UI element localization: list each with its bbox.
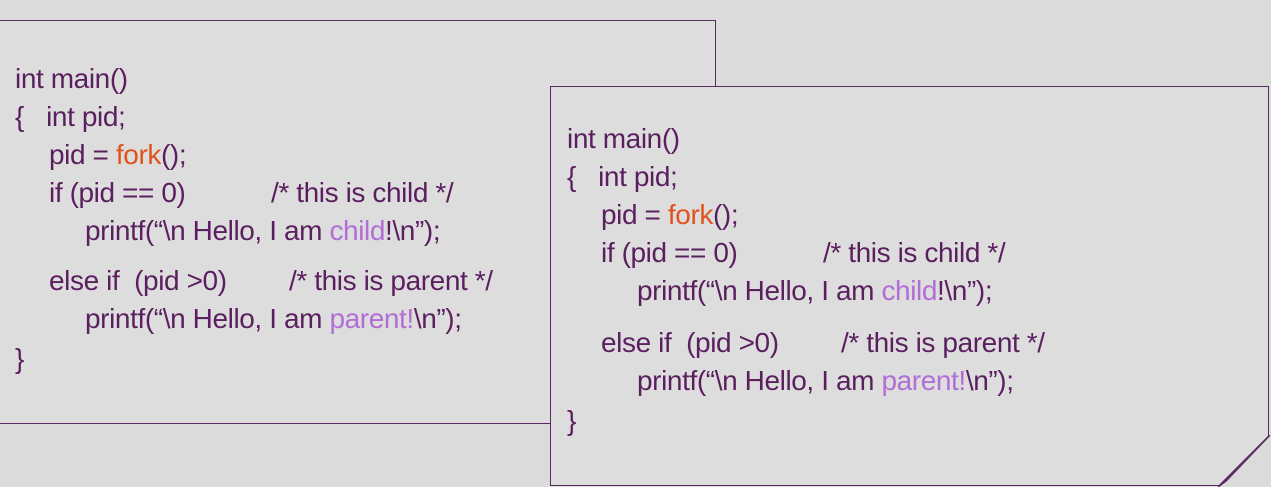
code-text: printf(“\n Hello, I am (85, 215, 330, 246)
code-line-printf-child: printf(“\n Hello, I am child!\n”); (85, 215, 441, 246)
code-line-decl: { int pid; (15, 101, 126, 132)
code-line-close: } (567, 405, 576, 436)
code-line-else-parent: else if (pid >0) /* this is parent */ (601, 327, 1045, 358)
folded-corner-icon (1218, 435, 1270, 487)
child-keyword: child (881, 275, 938, 306)
code-text: (); (712, 199, 739, 230)
code-line-printf-parent: printf(“\n Hello, I am parent!\n”); (637, 367, 1014, 395)
code-text: \n”); (413, 303, 462, 334)
code-text: pid = (601, 199, 668, 230)
code-text: printf(“\n Hello, I am (85, 303, 330, 334)
code-line-fork: pid = fork(); (601, 199, 739, 230)
code-card-child-process: int main() { int pid; pid = fork(); if (… (550, 86, 1270, 487)
code-text: if (pid == 0) (49, 177, 186, 208)
code-text: if (pid == 0) (601, 237, 738, 268)
code-line-decl: { int pid; (567, 161, 678, 192)
code-block: int main() { int pid; pid = fork(); if (… (15, 65, 493, 373)
code-line-printf-child: printf(“\n Hello, I am child!\n”); (637, 275, 993, 306)
code-text: ! (385, 215, 393, 246)
code-line-printf-parent: printf(“\n Hello, I am parent!\n”); (85, 305, 462, 333)
code-comment: /* this is parent */ (841, 327, 1045, 358)
code-line-else-parent: else if (pid >0) /* this is parent */ (49, 265, 493, 296)
code-text: else if (pid >0) (49, 265, 227, 296)
fork-keyword: fork (667, 199, 713, 230)
child-keyword: child (329, 215, 386, 246)
code-text: pid = (49, 139, 116, 170)
code-text: \n”); (392, 215, 441, 246)
code-comment: /* this is child */ (271, 177, 454, 208)
parent-keyword: parent! (881, 365, 966, 396)
code-line-if-child: if (pid == 0) /* this is child */ (601, 237, 1006, 268)
code-comment: /* this is parent */ (289, 265, 493, 296)
code-line-main: int main() (567, 123, 680, 154)
code-text: else if (pid >0) (601, 327, 779, 358)
code-text: \n”); (944, 275, 993, 306)
code-comment: /* this is child */ (823, 237, 1006, 268)
code-text: \n”); (965, 365, 1014, 396)
code-text: printf(“\n Hello, I am (637, 275, 882, 306)
fork-keyword: fork (115, 139, 161, 170)
code-block: int main() { int pid; pid = fork(); if (… (567, 125, 1045, 435)
code-line-close: } (15, 343, 24, 374)
code-text: (); (160, 139, 187, 170)
code-line-if-child: if (pid == 0) /* this is child */ (49, 177, 454, 208)
code-text: ! (937, 275, 945, 306)
parent-keyword: parent! (329, 303, 414, 334)
code-line-main: int main() (15, 63, 128, 94)
code-line-fork: pid = fork(); (49, 139, 187, 170)
code-text: printf(“\n Hello, I am (637, 365, 882, 396)
